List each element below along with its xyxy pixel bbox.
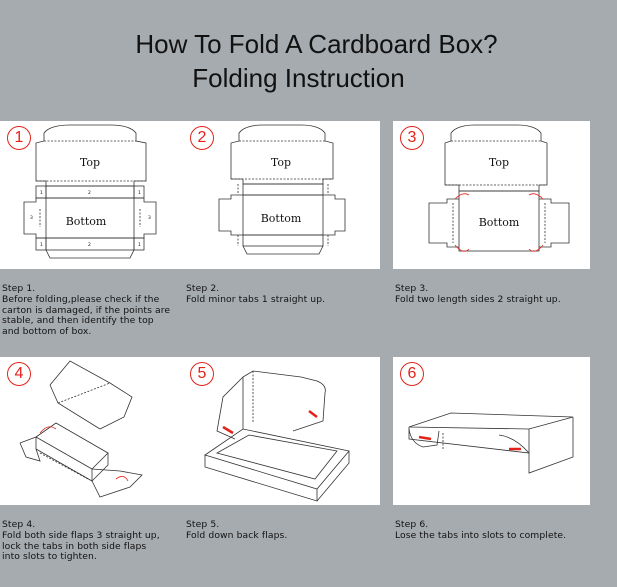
- flat-box-diagram: Top Bottom: [218, 124, 346, 255]
- step-text: Fold minor tabs 1 straight up.: [186, 293, 326, 305]
- step-text: Fold both side flaps 3 straight up,: [2, 529, 160, 541]
- folding-box-diagram: [204, 370, 350, 502]
- tab-2-label: 2: [88, 190, 91, 196]
- step-3-panel: Top Bottom 3: [393, 121, 590, 269]
- step-text: and bottom of box.: [2, 326, 92, 338]
- step-text: lock the tabs in both side flaps: [2, 540, 147, 552]
- step-title: Step 5.: [186, 519, 220, 530]
- step-title: Step 1.: [2, 283, 36, 294]
- tab-2-label: 2: [88, 242, 91, 248]
- flat-box-diagram: Top Bottom 2 2 1 1 1 1 3 3: [23, 124, 157, 259]
- step-4-panel: 4: [0, 357, 197, 505]
- step-4-caption: Step 4. Fold both side flaps 3 straight …: [2, 519, 160, 563]
- tab-3-label: 3: [148, 215, 151, 221]
- page-subtitle: Folding Instruction: [192, 63, 405, 93]
- tab-1-label: 1: [40, 190, 43, 196]
- step-text: Lose the tabs into slots to complete.: [395, 529, 567, 541]
- folding-box-diagram: [19, 360, 143, 498]
- step-text: Fold down back flaps.: [186, 529, 288, 541]
- step-2-caption: Step 2. Fold minor tabs 1 straight up.: [186, 283, 326, 306]
- top-label: Top: [80, 156, 100, 169]
- bottom-label: Bottom: [479, 216, 520, 229]
- step-number-badge: 1: [7, 126, 31, 150]
- tab-3-label: 3: [30, 215, 33, 221]
- step-5-panel: 5: [183, 357, 380, 505]
- tab-1-label: 1: [40, 242, 43, 248]
- bottom-label: Bottom: [261, 212, 302, 225]
- step-1-panel: Top Bottom 2 2 1 1 1 1 3 3 1: [0, 121, 197, 269]
- step-number-badge: 4: [7, 362, 31, 386]
- tab-1-label: 1: [138, 190, 141, 196]
- step-6-panel: 6: [393, 357, 590, 505]
- step-title: Step 6.: [395, 519, 429, 530]
- step-number-badge: 5: [190, 362, 214, 386]
- step-5-caption: Step 5. Fold down back flaps.: [186, 519, 288, 542]
- top-label: Top: [489, 156, 509, 169]
- step-text: into slots to tighten.: [2, 551, 97, 563]
- step-6-caption: Step 6. Lose the tabs into slots to comp…: [395, 519, 567, 542]
- flat-box-diagram: Top Bottom: [428, 124, 570, 252]
- step-title: Step 2.: [186, 283, 220, 294]
- step-text: Before folding,please check if the: [2, 293, 160, 305]
- closed-box-diagram: [408, 412, 574, 474]
- step-title: Step 3.: [395, 283, 429, 294]
- top-label: Top: [271, 156, 291, 169]
- step-text: carton is damaged, if the points are: [2, 304, 171, 316]
- step-number-badge: 6: [400, 362, 424, 386]
- step-text: stable, and then identify the top: [2, 315, 154, 327]
- step-title: Step 4.: [2, 519, 36, 530]
- tab-1-label: 1: [138, 242, 141, 248]
- page-title: How To Fold A Cardboard Box?: [135, 29, 498, 59]
- bottom-label: Bottom: [66, 215, 107, 228]
- step-number-badge: 2: [190, 126, 214, 150]
- step-number-badge: 3: [400, 126, 424, 150]
- step-1-caption: Step 1. Before folding,please check if t…: [2, 283, 171, 338]
- step-3-caption: Step 3. Fold two length sides 2 straight…: [395, 283, 561, 306]
- step-text: Fold two length sides 2 straight up.: [395, 293, 561, 305]
- step-2-panel: Top Bottom 2: [183, 121, 380, 269]
